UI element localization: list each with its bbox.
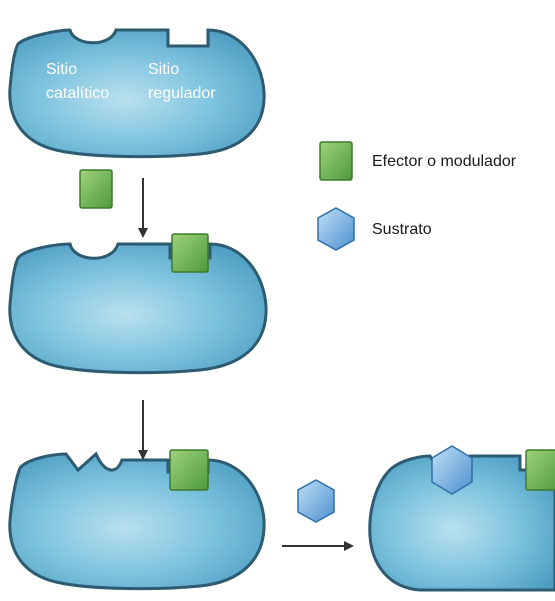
enzyme-initial bbox=[8, 28, 266, 159]
regulatory-site-label-line1: Sitio bbox=[148, 61, 180, 78]
effector-bound-right bbox=[525, 449, 555, 491]
enzyme-substrate-bound bbox=[368, 454, 555, 592]
catalytic-site-label-line2: catalítico bbox=[46, 85, 110, 102]
enzyme-effector-bound bbox=[8, 242, 268, 375]
free-substrate bbox=[297, 479, 335, 523]
effector-bound-bottom bbox=[169, 449, 209, 491]
legend-substrate-label: Sustrato bbox=[372, 221, 432, 238]
legend-effector-label: Efector o modulador bbox=[372, 153, 517, 170]
legend-substrate-icon bbox=[317, 207, 355, 251]
free-effector bbox=[79, 169, 113, 209]
effector-bound-middle bbox=[171, 233, 209, 273]
legend-effector-icon bbox=[319, 141, 353, 181]
enzyme-conformational-change bbox=[8, 451, 266, 591]
substrate-bound bbox=[431, 445, 473, 495]
regulatory-site-label-line2: regulador bbox=[148, 85, 216, 102]
catalytic-site-label-line1: Sitio bbox=[46, 61, 78, 78]
